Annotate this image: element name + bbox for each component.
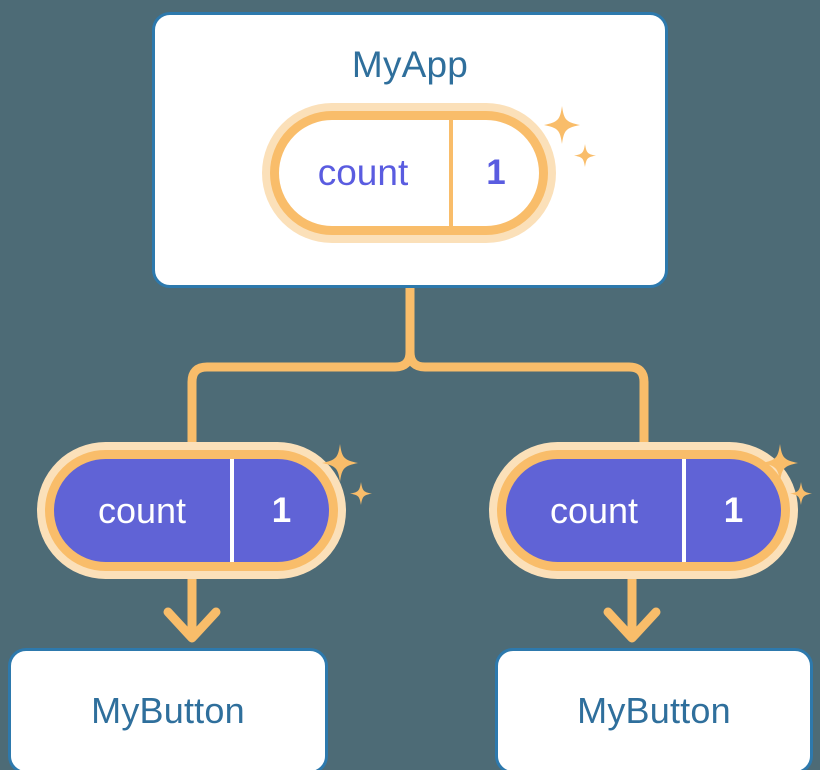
left-child-component-card[interactable]: MyButton [8, 648, 328, 770]
left-child-state-value: 1 [271, 490, 292, 530]
right-arrowhead-icon [603, 607, 661, 643]
right-child-state-pill[interactable]: count 1 [497, 450, 790, 571]
right-child-component-card[interactable]: MyButton [495, 648, 813, 770]
root-state-key: count [279, 120, 453, 226]
left-child-state-pill[interactable]: count 1 [45, 450, 338, 571]
root-state-value: 1 [486, 153, 506, 192]
sparkle-small-icon [790, 482, 812, 505]
left-child-state-key: count [54, 459, 234, 562]
branch-to-left-pill [187, 347, 415, 455]
branch-to-right-pill [405, 347, 649, 455]
right-child-state-key: count [506, 459, 686, 562]
left-arrowhead-icon [163, 607, 221, 643]
right-child-label: MyButton [577, 690, 731, 731]
right-child-state-value: 1 [723, 490, 744, 530]
page-title: MyApp [351, 44, 469, 85]
root-state-pill[interactable]: count 1 [270, 111, 548, 235]
left-child-label: MyButton [91, 690, 245, 731]
sparkle-small-icon [350, 482, 372, 505]
